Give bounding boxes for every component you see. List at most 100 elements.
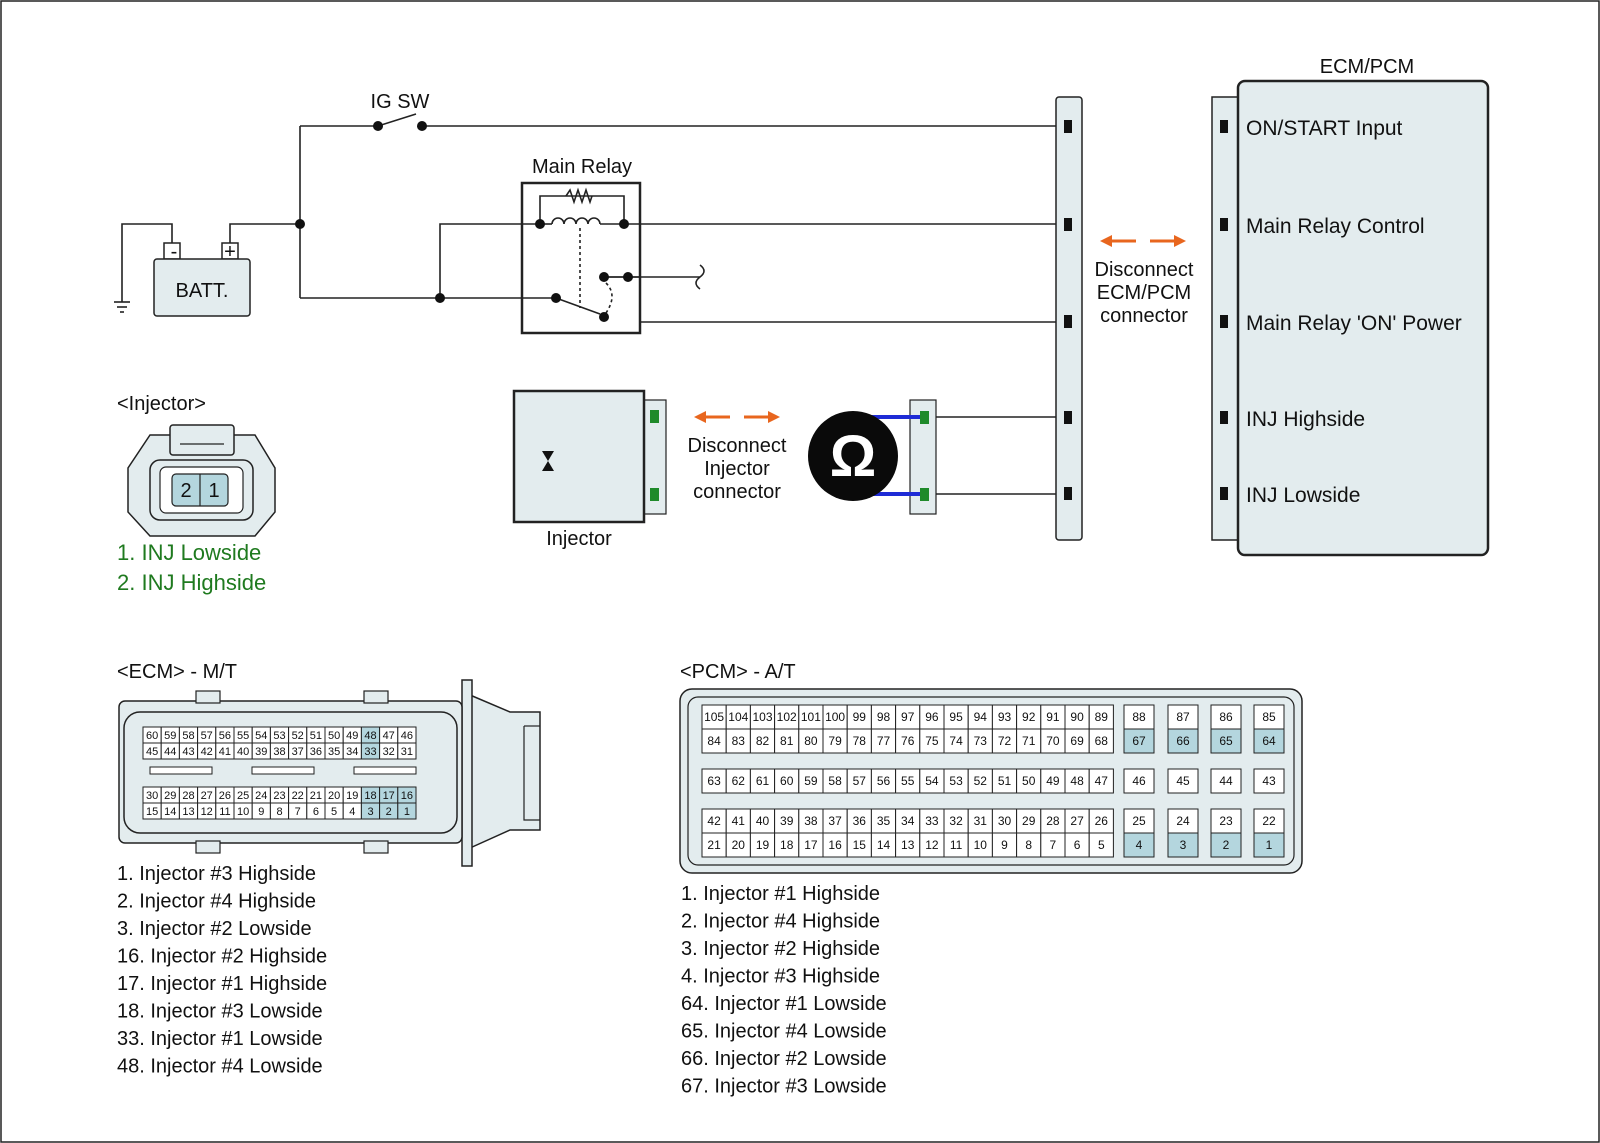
ecm-pin: 1 — [404, 806, 410, 818]
battery-ground-wire — [121, 223, 173, 302]
pcm-pin-cell — [1210, 768, 1242, 794]
pcm-pin: 98 — [877, 710, 891, 724]
pcm-pin-cell — [991, 832, 1018, 858]
ecm-connector-title: <ECM> - M/T — [117, 661, 237, 683]
ecm-pin: 33 — [364, 746, 376, 758]
pcm-pin-cell — [749, 768, 776, 794]
ecm-pin-label: Main Relay 'ON' Power — [1246, 312, 1462, 335]
ecm-pin: 41 — [219, 746, 231, 758]
pcm-pin: 64 — [1262, 734, 1276, 748]
ecm-pin: 32 — [383, 746, 395, 758]
pcm-pin-cell — [1123, 728, 1155, 754]
ecm-pin: 5 — [331, 806, 337, 818]
ig-switch-blade — [377, 113, 417, 127]
svg-text:connector: connector — [693, 481, 781, 503]
pcm-pin: 18 — [780, 838, 794, 852]
injector-terminal-2 — [650, 488, 659, 501]
main-relay-box — [520, 181, 642, 335]
pcm-pin-cell — [895, 808, 921, 834]
pcm-pin: 102 — [777, 710, 797, 724]
pcm-pin: 31 — [974, 814, 988, 828]
pcm-pin: 82 — [756, 734, 770, 748]
pcm-pin: 57 — [853, 774, 867, 788]
ecm-legend-item: 2. Injector #4 Highside — [117, 891, 316, 913]
ecm-pin: 45 — [146, 746, 158, 758]
svg-text:Injector: Injector — [704, 458, 770, 480]
pcm-pin: 2 — [1223, 838, 1230, 852]
pcm-pin-cell — [991, 704, 1018, 730]
pcm-pin-cell — [701, 832, 727, 858]
ecm-pin: 7 — [295, 806, 301, 818]
pcm-pin-cell — [895, 832, 921, 858]
ecm-pin: 19 — [346, 790, 358, 802]
ecm-pin: 42 — [201, 746, 213, 758]
ecm-pin: 59 — [164, 730, 176, 742]
pcm-pin: 83 — [732, 734, 746, 748]
pcm-pin: 24 — [1176, 814, 1190, 828]
junction-dots — [295, 121, 633, 322]
pcm-pin-cell — [701, 728, 727, 754]
pcm-pin: 19 — [756, 838, 770, 852]
pcm-pin: 72 — [998, 734, 1012, 748]
pcm-pin: 78 — [853, 734, 867, 748]
ecm-pcm-title: ECM/PCM — [1320, 56, 1414, 78]
pcm-pin-cell — [1088, 768, 1114, 794]
ecm-pin: 14 — [164, 806, 176, 818]
ecm-pin: 48 — [364, 730, 376, 742]
pcm-pin: 74 — [949, 734, 963, 748]
pcm-pin: 101 — [801, 710, 821, 724]
pcm-pin: 21 — [707, 838, 721, 852]
pcm-pin: 100 — [825, 710, 845, 724]
pcm-pin: 37 — [828, 814, 842, 828]
pcm-pin-cell — [967, 768, 993, 794]
ecm-pin: 34 — [346, 746, 358, 758]
pcm-pin: 63 — [707, 774, 721, 788]
ecm-pin: 56 — [219, 730, 231, 742]
ecm-pin: 55 — [237, 730, 249, 742]
pcm-legend-item: 67. Injector #3 Lowside — [681, 1076, 887, 1098]
pcm-pin: 75 — [925, 734, 939, 748]
pcm-pin: 53 — [949, 774, 963, 788]
ecm-pin: 35 — [328, 746, 340, 758]
ecm-connector-strain-relief — [469, 693, 541, 850]
injector-label: Injector — [546, 528, 612, 550]
pcm-pin: 47 — [1095, 774, 1109, 788]
ecm-legend-item: 3. Injector #2 Lowside — [117, 918, 312, 940]
pcm-pin: 61 — [756, 774, 770, 788]
ecm-pin: 17 — [383, 790, 395, 802]
pcm-pin-cell — [870, 808, 897, 834]
pcm-pin: 91 — [1046, 710, 1060, 724]
ecm-pin: 3 — [367, 806, 373, 818]
pcm-pin: 27 — [1070, 814, 1084, 828]
pcm-pin-cell — [1016, 832, 1042, 858]
relay-coil — [551, 217, 601, 225]
ecm-pin: 30 — [146, 790, 158, 802]
pcm-pin-cell — [1210, 808, 1242, 834]
pcm-pin-cell — [1123, 768, 1155, 794]
ecm-pin: 24 — [255, 790, 267, 802]
ecm-pcm-module: ECM/PCM ON/START Input Main Relay Contro… — [1211, 56, 1490, 557]
ecm-pin-cell — [397, 742, 417, 760]
disconnect-ecm-text: Disconnect ECM/PCM connector — [1095, 259, 1194, 327]
pcm-pin-cell — [822, 832, 848, 858]
ecm-pin: 22 — [292, 790, 304, 802]
pcm-pin-cell — [749, 704, 776, 730]
pcm-pin: 33 — [925, 814, 939, 828]
pcm-pin: 81 — [780, 734, 794, 748]
pcm-pin: 38 — [804, 814, 818, 828]
ecm-pin: 16 — [401, 790, 413, 802]
ecm-pin: 25 — [237, 790, 249, 802]
pcm-pin: 16 — [828, 838, 842, 852]
ecm-pin: 31 — [401, 746, 413, 758]
battery-label: BATT. — [176, 280, 229, 302]
pcm-pin: 39 — [780, 814, 794, 828]
ecm-pin: 28 — [182, 790, 194, 802]
pcm-pin: 4 — [1136, 838, 1143, 852]
pcm-pin-cell — [1123, 832, 1155, 858]
pcm-pin: 80 — [804, 734, 818, 748]
pcm-pin-cell — [798, 728, 824, 754]
pcm-pin-cell — [1210, 704, 1242, 730]
pcm-pin-cell — [1167, 728, 1199, 754]
battery-plus-wire — [229, 223, 300, 250]
